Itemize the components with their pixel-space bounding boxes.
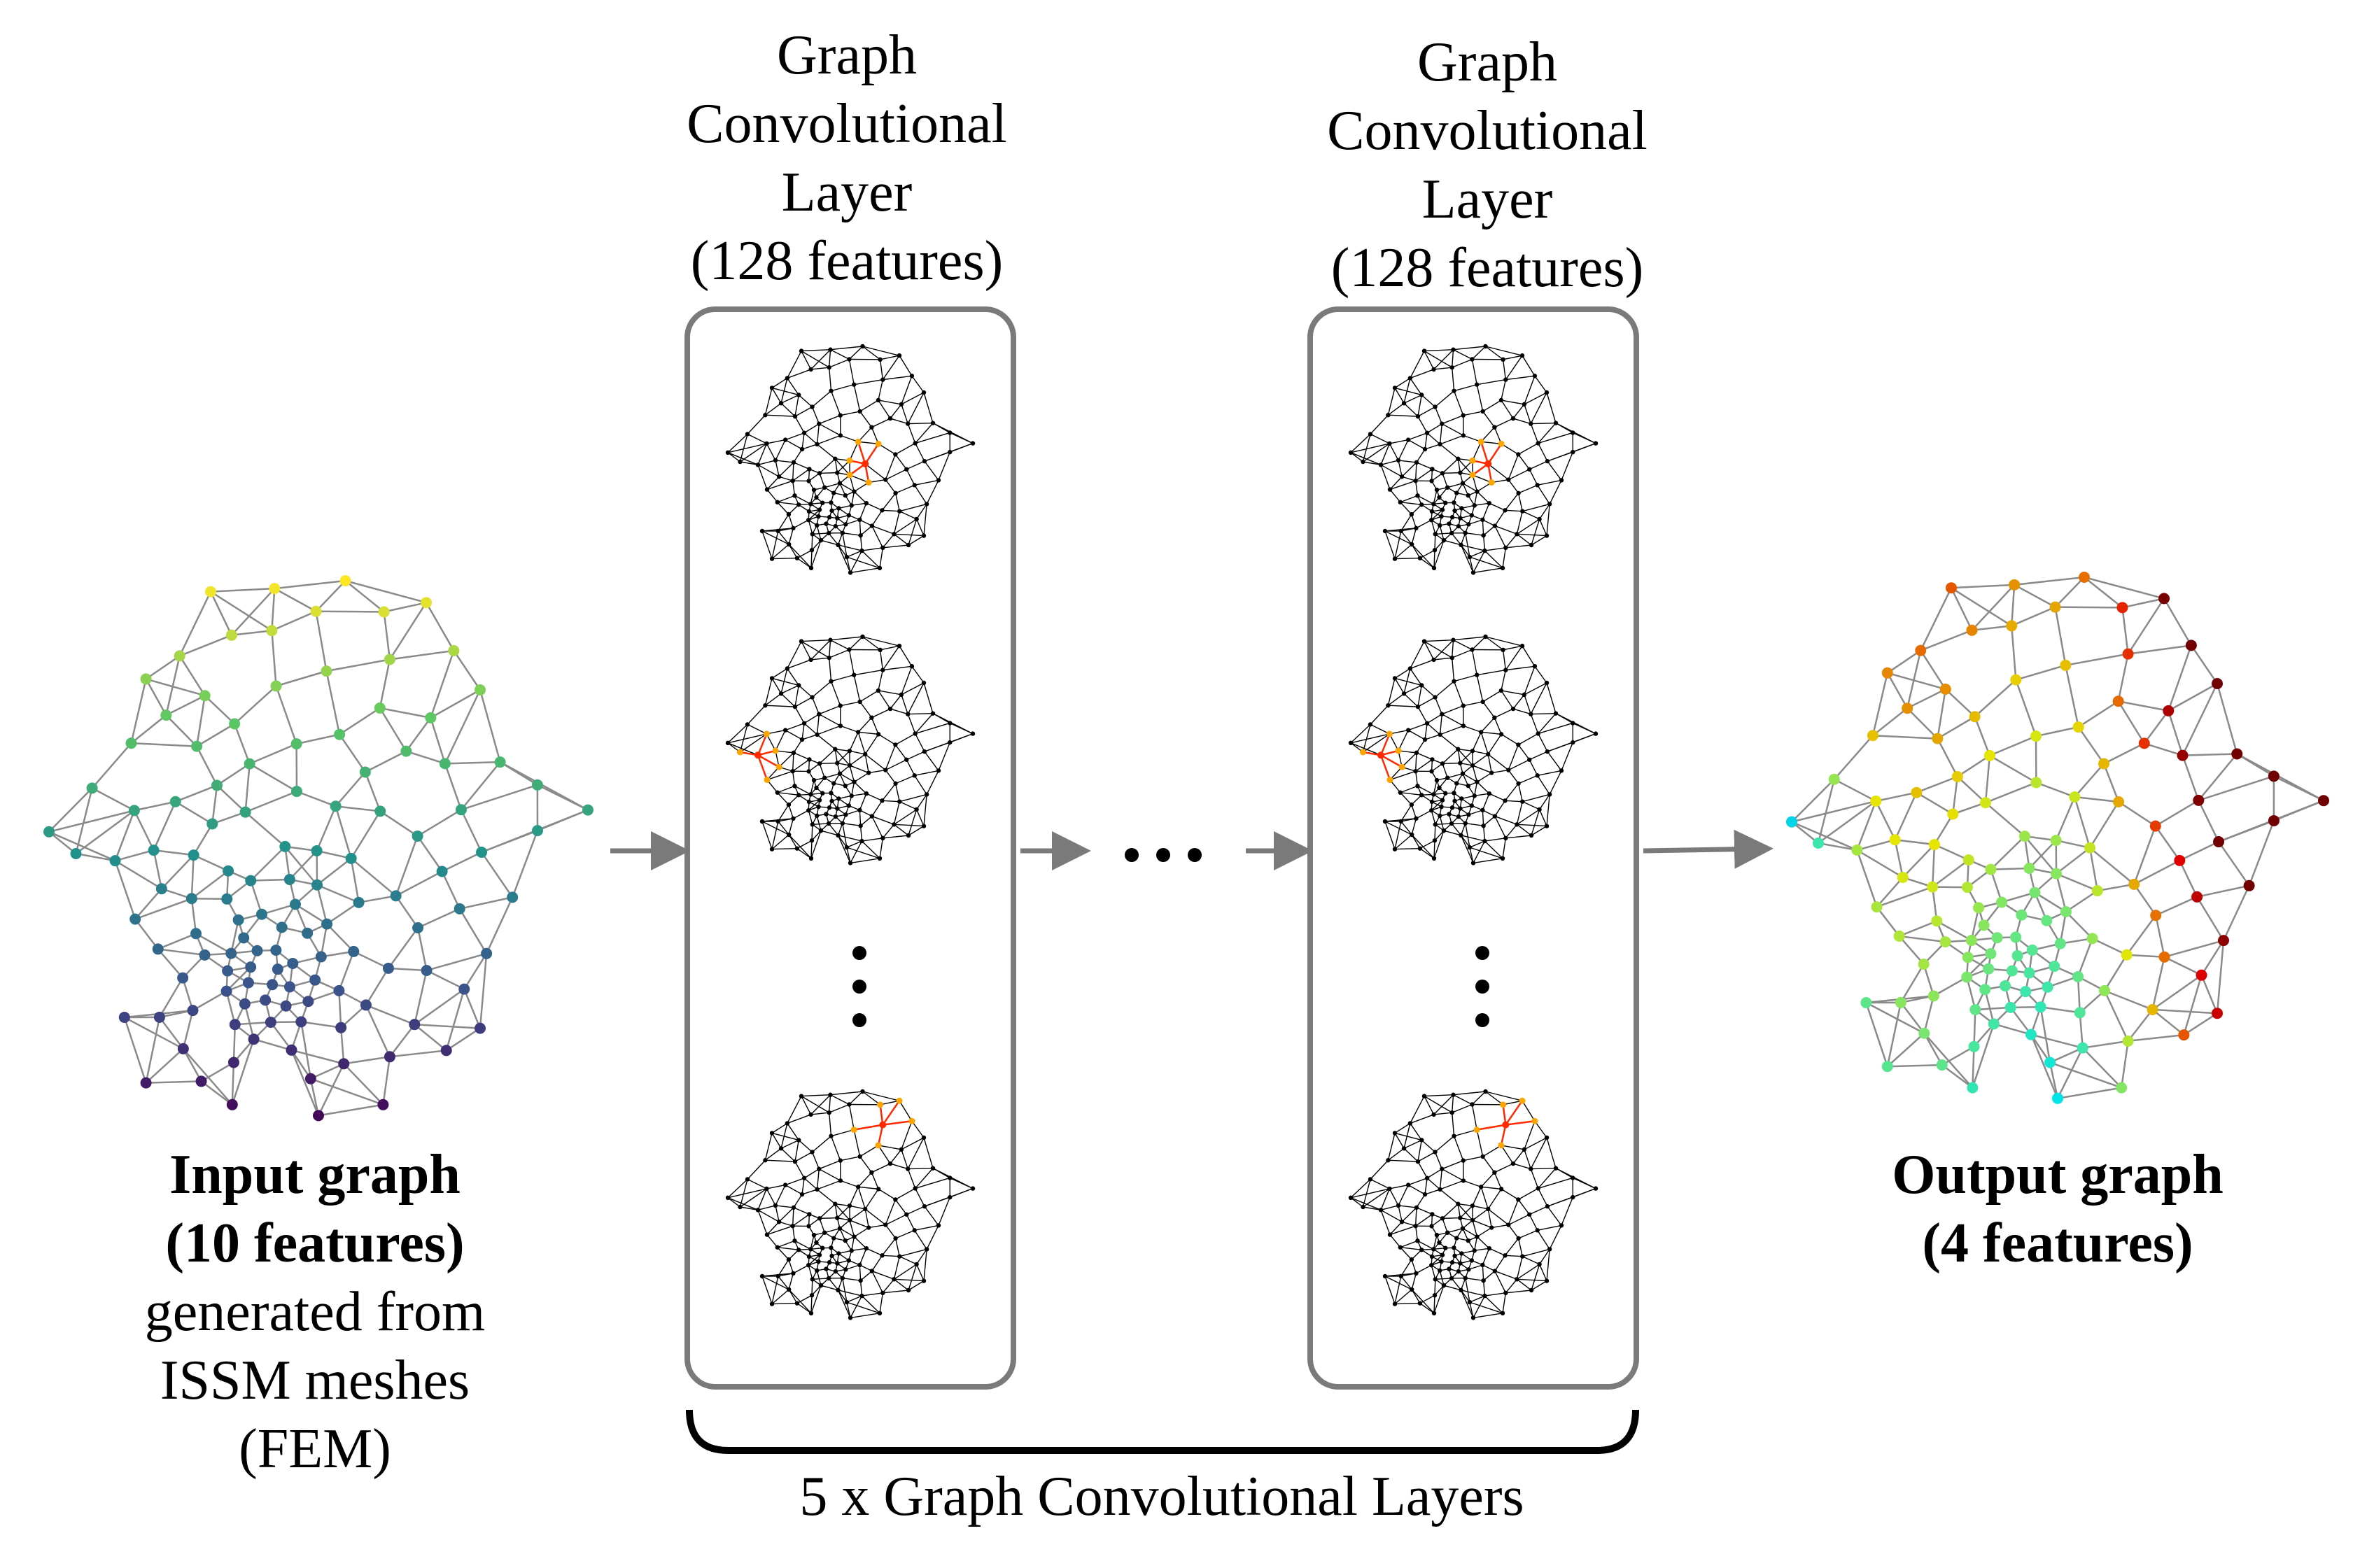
arrow-layer2-to-output bbox=[1643, 829, 1773, 869]
layer2-line-1: Graph bbox=[1417, 31, 1557, 93]
horizontal-ellipsis-icon bbox=[1125, 848, 1202, 862]
layer2-line-3: Layer bbox=[1421, 169, 1553, 230]
input-graph-features: (10 features) bbox=[165, 1213, 465, 1274]
input-graph-desc-1: generated from bbox=[144, 1281, 486, 1343]
mini-mesh-1 bbox=[725, 344, 976, 575]
vertical-ellipsis-icon-layer2 bbox=[1475, 946, 1489, 1027]
layer2-title: Graph Convolutional Layer (128 features) bbox=[1291, 28, 1683, 302]
layer-mini-meshes bbox=[725, 344, 1599, 1320]
input-graph-mesh bbox=[43, 575, 593, 1122]
output-graph bbox=[1786, 572, 2329, 1104]
bracket-label: 5 x Graph Convolutional Layers bbox=[799, 1466, 1524, 1527]
mini-mesh-6 bbox=[1348, 1089, 1599, 1320]
output-graph-caption: Output graph (4 features) bbox=[1820, 1140, 2296, 1278]
vertical-ellipsis-icon-layer1 bbox=[852, 946, 866, 1027]
output-graph-features: (4 features) bbox=[1922, 1213, 2193, 1274]
mini-mesh-3 bbox=[725, 1089, 976, 1320]
input-graph-title: Input graph bbox=[169, 1144, 461, 1206]
layer1-line-2: Convolutional bbox=[687, 93, 1007, 155]
mini-mesh-4 bbox=[1348, 344, 1599, 575]
layer1-line-1: Graph bbox=[777, 24, 917, 86]
layer1-line-4: (128 features) bbox=[690, 230, 1004, 292]
layers-bracket bbox=[686, 1409, 1639, 1454]
layer2-line-2: Convolutional bbox=[1327, 100, 1648, 162]
input-graph-caption: Input graph (10 features) generated from… bbox=[77, 1140, 553, 1483]
input-graph bbox=[43, 575, 593, 1122]
layer1-line-3: Layer bbox=[781, 162, 913, 223]
output-graph-mesh bbox=[1786, 572, 2329, 1104]
layer2-line-4: (128 features) bbox=[1330, 237, 1644, 299]
mini-mesh-5 bbox=[1348, 634, 1599, 866]
layer1-title: Graph Convolutional Layer (128 features) bbox=[651, 21, 1043, 295]
mini-mesh-2 bbox=[725, 634, 976, 866]
input-graph-desc-3: (FEM) bbox=[239, 1418, 391, 1480]
output-graph-title: Output graph bbox=[1892, 1144, 2224, 1206]
input-graph-desc-2: ISSM meshes bbox=[160, 1350, 470, 1411]
